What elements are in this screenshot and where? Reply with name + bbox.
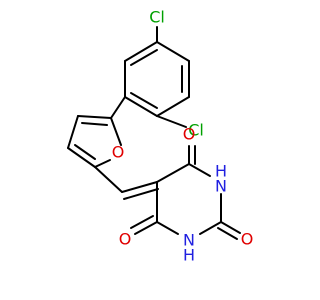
bond-c4-n3: [188, 163, 211, 177]
furan-oxygen-label: O: [112, 143, 125, 162]
bond-layer: [67, 26, 241, 240]
bond-c6-o-double: [130, 215, 154, 229]
bond-c4-c5-inner: [130, 92, 158, 109]
lower-left-carbonyl-oxygen-label: O: [119, 230, 132, 249]
upper-nitrogen-label: N: [215, 177, 227, 196]
chlorine-right-label: Cl: [188, 121, 204, 140]
bond-c2-n1: [199, 221, 222, 235]
bond-c6-c1: [124, 41, 158, 62]
bond-c1-c2: [156, 41, 190, 62]
bond-furan-c3-c2: [67, 147, 96, 168]
bond-c4-c5: [124, 96, 158, 117]
chemical-structure-diagram: Cl Cl O O O O H N N H: [0, 0, 300, 300]
lower-right-carbonyl-oxygen-label: O: [241, 230, 254, 249]
bond-methylidene-c5: [121, 181, 158, 193]
bond-methylidene-c5-double: [123, 188, 159, 200]
background: [0, 0, 300, 300]
bond-c6-o: [134, 221, 158, 235]
bond-furan-o-c5: [110, 117, 122, 146]
chlorine-top-label: Cl: [149, 8, 165, 27]
bond-furan-c5-c4-inner: [81, 122, 108, 126]
bond-furan-methylidene: [94, 166, 123, 193]
lower-nitrogen-label: N: [183, 231, 195, 250]
bond-c2-o-double: [217, 227, 238, 240]
bond-furan-c5-c4: [77, 115, 112, 119]
bond-c5-c4: [156, 163, 190, 183]
bond-furan-c2-o: [94, 159, 111, 168]
bond-c2-o: [220, 221, 241, 234]
bond-furan-c4-c3: [67, 115, 79, 149]
lower-nh-hydrogen-label: H: [183, 246, 195, 265]
upper-nh-hydrogen-label: H: [215, 162, 227, 181]
bond-n1-c6: [156, 221, 179, 235]
bond-furan-c3-c2-inner: [74, 144, 96, 160]
bond-c3-c4: [156, 96, 190, 117]
bond-phenyl-furan: [110, 96, 126, 119]
upper-carbonyl-oxygen-label: O: [183, 125, 196, 144]
bond-c6-c1-inner: [130, 49, 158, 66]
atom-label-layer: Cl Cl O O O O H N N H: [112, 8, 254, 265]
bond-c4-cl-right: [156, 115, 187, 128]
